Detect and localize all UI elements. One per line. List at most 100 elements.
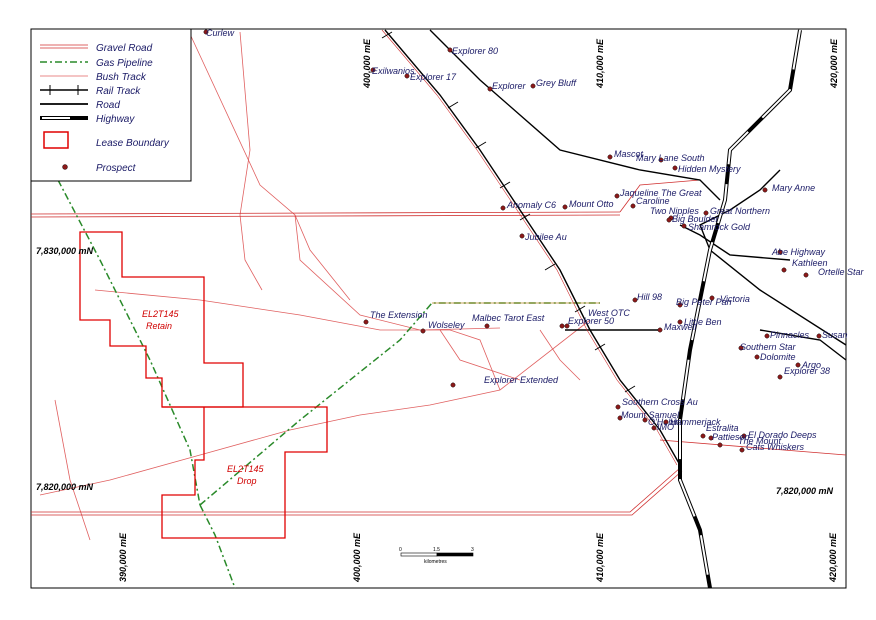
prospect-marker-victoria [709,295,715,301]
lease-retain-status: Retain [146,321,172,331]
lease-boundaries [79,231,328,539]
prospect-marker-o-hehir [642,417,648,423]
prospect-label-the-extension: The Extension [370,310,428,320]
prospect-marker-explorer-17 [404,73,410,79]
prospect-label-grey-bluff: Grey Bluff [536,78,578,88]
prospect-label-mascot: Mascot [614,149,644,159]
prospect-label-jaqueline-the-great: Jaqueline The Great [619,188,702,198]
prospect-label-two-nipples: Two Nipples [650,206,699,216]
prospect-label-caroline: Caroline [636,196,670,206]
lease-drop-boundary [161,406,328,539]
prospect-marker-explorer-extended [450,382,456,388]
prospect-marker-mary-lane-south [658,157,664,163]
legend-road-label: Road [96,100,120,111]
prospect-label-imo: IMO [657,422,674,432]
prospect-marker-exilwanios [370,67,376,73]
prospect-label-wolseley: Wolseley [428,320,465,330]
prospect-marker-anomaly-c6 [500,205,506,211]
prospect-label-explorer-38: Explorer 38 [784,366,830,376]
prospect-label-explorer-50: Explorer 50 [568,316,614,326]
prospect-marker-explorer-50 [564,323,570,329]
prospect-label-mary-lane-south: Mary Lane South [636,153,705,163]
prospect-marker-explorer-38 [777,374,783,380]
prospect-marker-imo [651,425,657,431]
legend-highway-label: Highway [96,114,135,125]
prospect-marker-shamrock-gold [681,223,687,229]
prospect-marker-mount-otto [562,204,568,210]
easting-top-410: 410,000 mE [595,38,605,89]
prospect-marker-mount-samuel [617,415,623,421]
northing-7820000-left: 7,820,000 mN [36,482,94,492]
easting-top-400: 400,000 mE [362,38,372,89]
prospect-label-big-peter-pan: Big Peter Pan [676,297,732,307]
prospect-marker-susan [816,333,822,339]
prospect-label-shamrock-gold: Shamrock Gold [688,222,751,232]
grid-labels: 400,000 mE 410,000 mE 420,000 mE 390,000… [36,38,839,583]
prospect-label-the-mount: The Mount [738,436,782,446]
prospect-marker-pattieson [708,435,714,441]
easting-bottom-390: 390,000 mE [118,532,128,582]
prospect-label-kathleen: Kathleen [792,258,828,268]
lease-drop-status: Drop [237,476,257,486]
prospect-marker-southern-star [738,345,744,351]
prospect-label-dolomite: Dolomite [760,352,796,362]
prospect-marker-hill-98 [632,297,638,303]
easting-top-420: 420,000 mE [829,38,839,89]
prospect-marker-southern-cross-au [615,404,621,410]
prospect-label-curlew: Curlew [206,28,235,38]
prospect-marker-explorer-80 [447,47,453,53]
roads [429,29,847,361]
prospect-label-cats-whiskers: Cats Whiskers [746,442,805,452]
prospect-marker-great-northern [703,210,709,216]
prospect-marker-the-mount [717,442,723,448]
prospect-marker-malbec-tarot-east [484,323,490,329]
easting-bottom-420: 420,000 mE [828,532,838,583]
legend-gravel-road-label: Gravel Road [96,43,153,54]
prospect-label-great-northern: Great Northern [710,206,770,216]
prospect-marker-hidden-mystery [672,165,678,171]
prospect-marker-abe-highway [777,249,783,255]
prospect-marker-big-peter-pan [677,302,683,308]
northing-7830000: 7,830,000 mN [36,246,94,256]
prospect-label-maxwell: Maxwell [664,322,698,332]
prospect-marker-pinnacles [764,333,770,339]
prospect-label-pattieson: Pattieson [712,432,750,442]
prospect-label-explorer-extended: Explorer Extended [484,375,559,385]
prospect-marker-curlew [203,29,209,35]
legend-rail-track-symbol [40,85,88,95]
easting-bottom-400: 400,000 mE [352,532,362,583]
prospect-label-exilwanios: Exilwanios [372,66,415,76]
prospect-marker-dolomite [754,354,760,360]
prospect-marker-mary-anne [762,187,768,193]
prospect-marker-big-boulder [666,217,672,223]
prospect-label-little-ben: Little Ben [684,317,722,327]
northing-7820000-right: 7,820,000 mN [776,486,834,496]
prospect-marker-grey-bluff [530,83,536,89]
prospect-label-victoria: Victoria [720,294,750,304]
prospect-marker-el-dorado-deeps [741,433,747,439]
prospect-label-hammerjack: Hammerjack [670,417,721,427]
prospect-marker-jaqueline-the-great [614,193,620,199]
prospect-marker-explorer [487,86,493,92]
prospect-label-southern-cross-au: Southern Cross Au [622,397,698,407]
prospect-marker-the-extension [363,319,369,325]
legend-lease-boundary-label: Lease Boundary [96,138,170,149]
prospect-label-malbec-tarot-east: Malbec Tarot East [472,313,545,323]
prospect-label-susan: Susan [822,330,848,340]
prospect-marker-hammerjack [663,419,669,425]
prospect-marker-caroline [630,203,636,209]
prospect-label-mary-anne: Mary Anne [772,183,815,193]
highway [678,29,802,589]
legend-box [30,28,192,182]
prospect-label-el-dorado-deeps: El Dorado Deeps [748,430,817,440]
legend-lease-boundary-symbol [43,131,69,149]
scale-tick-1-5: 1.5 [433,547,440,553]
prospect-label-mount-otto: Mount Otto [569,199,614,209]
prospect-marker-estralita [700,433,706,439]
prospect-marker-ortelle-star [803,272,809,278]
prospect-marker-wolseley [420,328,426,334]
rail-track [381,29,681,466]
legend-gas-pipeline-label: Gas Pipeline [96,58,153,69]
